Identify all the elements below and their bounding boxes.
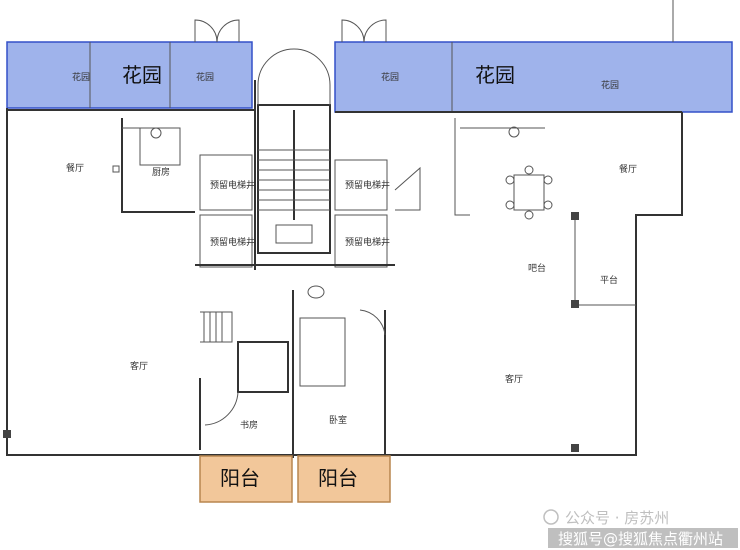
room-label-platform: 平台 <box>600 274 618 286</box>
garden-right-small-label-b: 花园 <box>601 79 619 91</box>
balcony-right-label: 阳台 <box>318 466 358 490</box>
column <box>3 430 11 438</box>
balcony-right-area <box>297 455 391 503</box>
door-swing <box>341 19 365 43</box>
room-label-shaft-2: 预留电梯井 <box>210 236 255 248</box>
garden-left: 花园 花园 花园 <box>6 41 253 109</box>
room-labels: 餐厅 厨房 预留电梯井 预留电梯井 预留电梯井 预留电梯井 客厅 书房 卧室 吧… <box>66 162 637 431</box>
room-label-shaft-1: 预留电梯井 <box>210 179 255 191</box>
garden-right-small-label-a: 花园 <box>381 71 399 83</box>
core-arch <box>257 48 331 105</box>
door-swing <box>204 391 239 426</box>
garden-right-big-label: 花园 <box>475 63 515 87</box>
shaft-box <box>334 159 388 211</box>
bathroom-2 <box>299 317 346 387</box>
door-swing <box>359 309 386 336</box>
room-label-study: 书房 <box>240 419 258 431</box>
watermark: 公众号 · 房苏州 搜狐号@搜狐焦点衢州站 <box>543 509 738 548</box>
balconies: 阳台 阳台 <box>199 455 391 503</box>
shaft-box <box>199 154 253 211</box>
sink <box>508 126 520 138</box>
garden-right: 花园 花园 花园 <box>334 41 733 113</box>
shaft-box <box>334 214 388 268</box>
room-label-living-right: 客厅 <box>505 373 523 385</box>
kitchen-counter <box>122 127 181 166</box>
garden-left-big-label: 花园 <box>122 63 162 87</box>
room-label-dining-left: 餐厅 <box>66 162 84 174</box>
garden-right-area <box>334 41 733 113</box>
room-label-shaft-3: 预留电梯井 <box>345 179 390 191</box>
room-label-dining-right: 餐厅 <box>619 163 637 175</box>
garden-left-small-label-b: 花园 <box>196 71 214 83</box>
wall-kitchen <box>121 118 195 213</box>
sink <box>150 127 162 139</box>
landing <box>275 224 313 244</box>
room-label-bedroom: 卧室 <box>329 414 347 426</box>
balcony-left-label: 阳台 <box>220 466 260 490</box>
stair-treads <box>258 149 330 211</box>
column <box>571 444 579 452</box>
wall-right-outer <box>390 112 683 456</box>
watermark-line-2: 搜狐号@搜狐焦点衢州站 <box>558 530 723 548</box>
door-swing <box>216 19 240 43</box>
platform-edge <box>574 215 636 306</box>
column <box>571 300 579 308</box>
room-label-living-left: 客厅 <box>130 360 148 372</box>
room-label-kitchen-left: 厨房 <box>152 166 170 178</box>
column <box>571 212 579 220</box>
door-swing <box>363 19 387 43</box>
room-label-bar: 吧台 <box>528 262 546 274</box>
room-label-shaft-4: 预留电梯井 <box>345 236 390 248</box>
garden-doors <box>194 0 674 43</box>
stair-core <box>257 104 331 254</box>
bathroom <box>237 341 289 393</box>
wall-counter <box>454 118 470 216</box>
watermark-bg <box>548 528 738 548</box>
garden-left-small-label-a: 花园 <box>72 71 90 83</box>
wall-left-outer <box>6 108 200 456</box>
door-swing <box>194 19 218 43</box>
stair-right <box>394 166 421 211</box>
column-mark <box>112 165 120 173</box>
watermark-line-1: 公众号 · 房苏州 <box>565 509 669 527</box>
shaft-box <box>199 214 253 268</box>
wechat-icon <box>543 509 559 525</box>
balcony-left-area <box>199 455 293 503</box>
walls <box>3 48 683 458</box>
garden-left-area <box>6 41 253 109</box>
dining-table <box>513 174 545 211</box>
toilet <box>307 285 325 299</box>
